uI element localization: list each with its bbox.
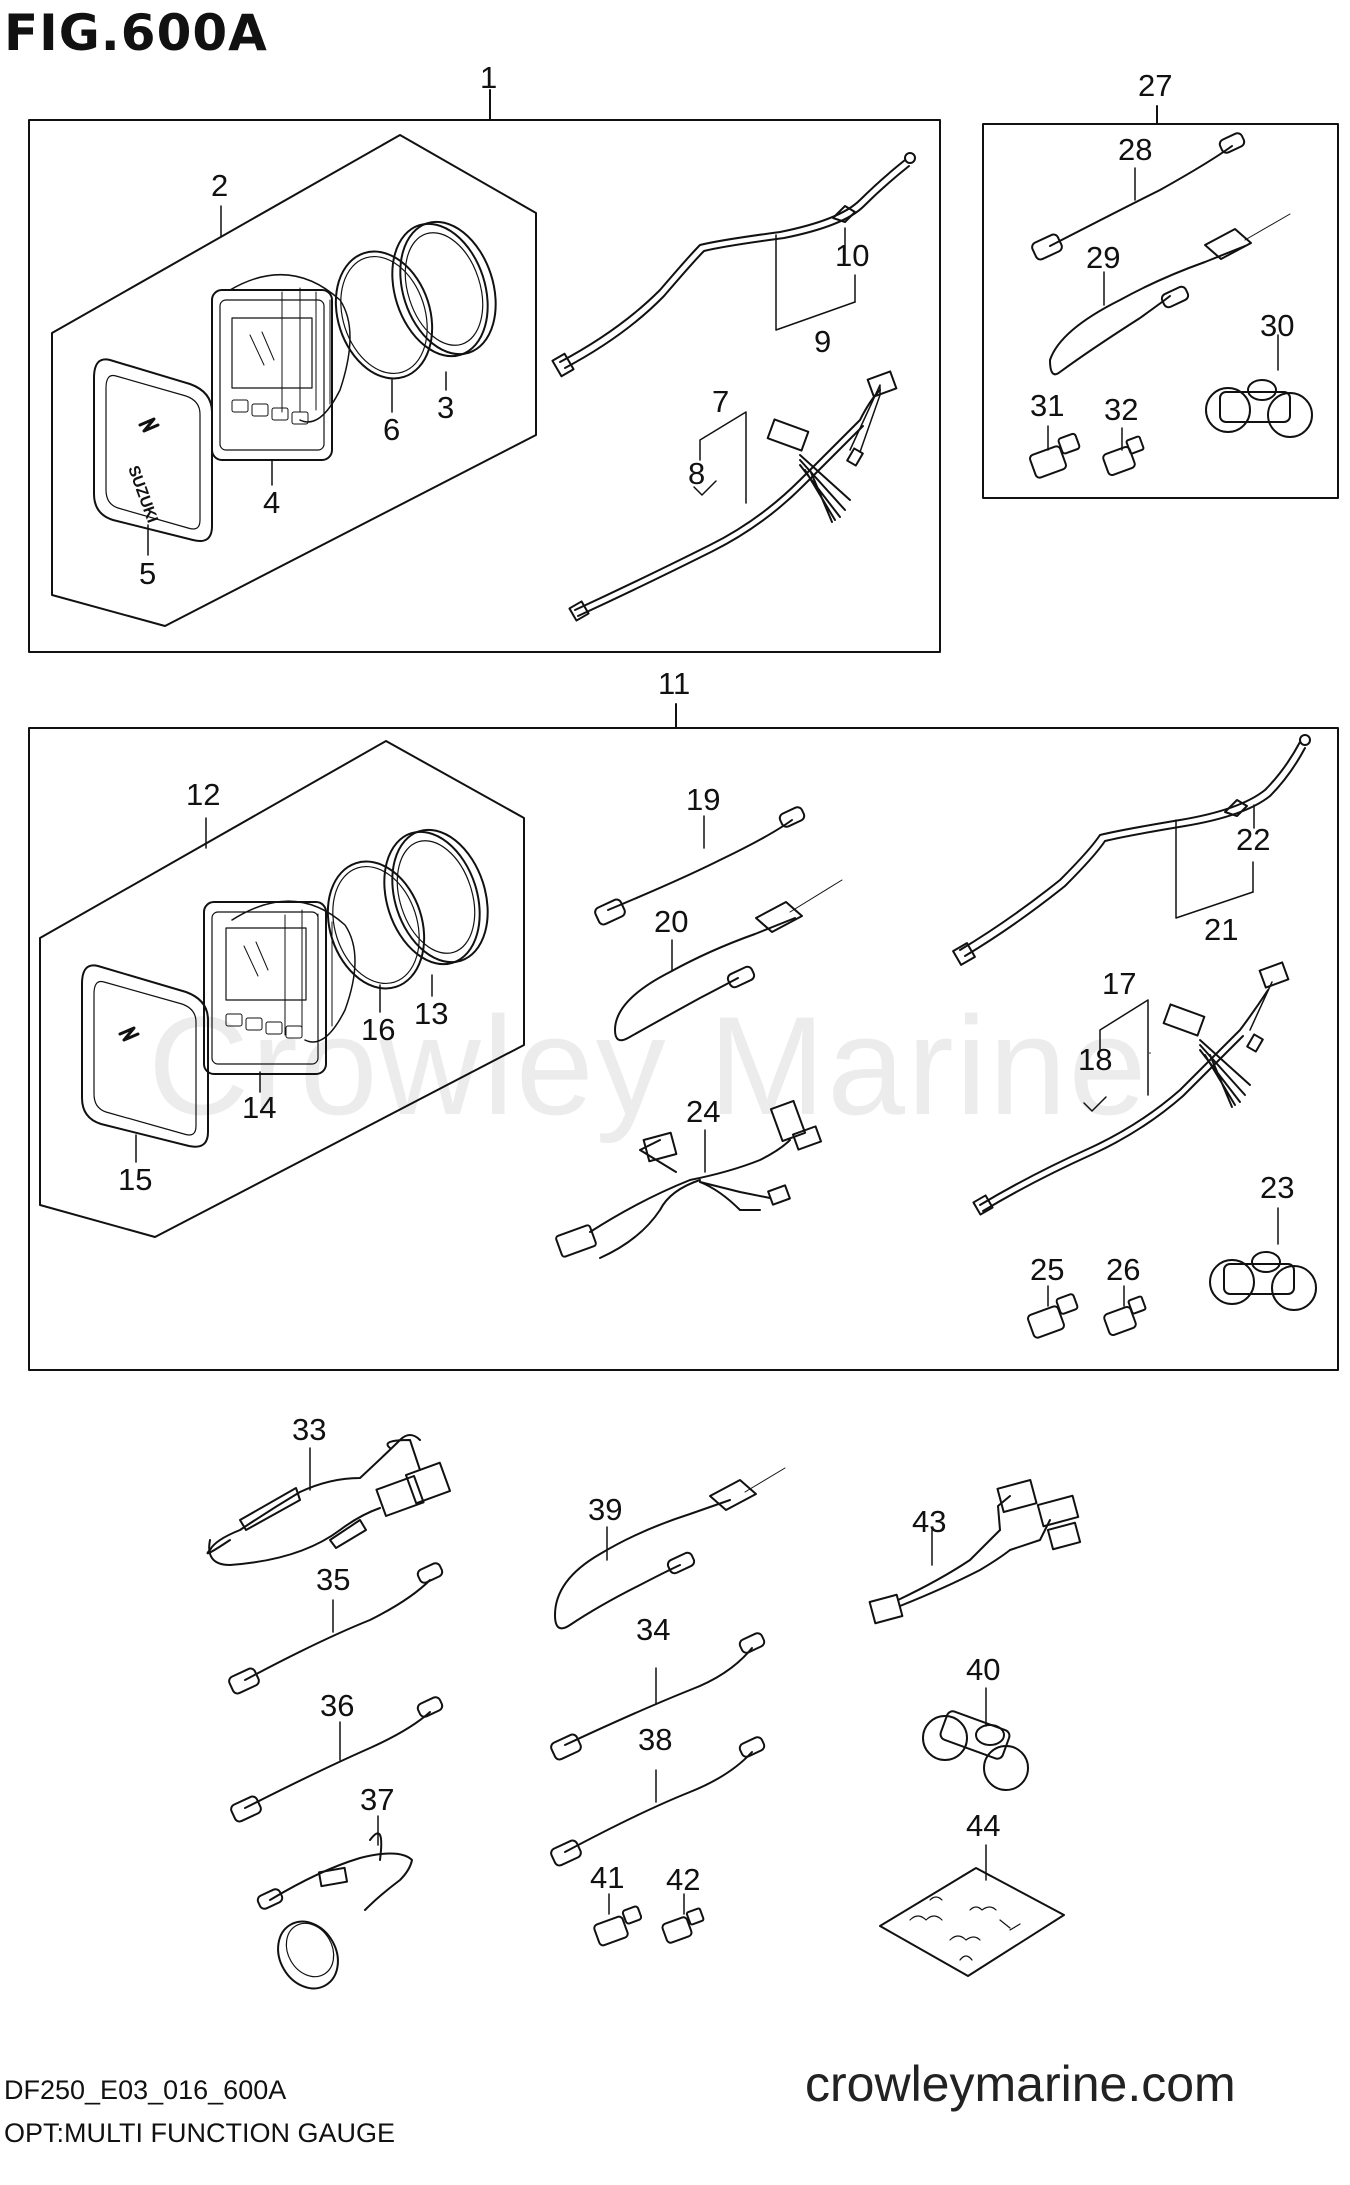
terminator-32-icon [1102, 435, 1145, 476]
callout-5: 5 [139, 556, 156, 591]
callout-39: 39 [588, 1492, 622, 1527]
t-connector-23-icon [1209, 1251, 1317, 1311]
terminator-41-icon [593, 1905, 643, 1947]
harness-icon [551, 152, 916, 378]
callout-42: 42 [666, 1862, 700, 1897]
figure-title: FIG.600A [4, 4, 268, 62]
harness-43-icon [868, 1479, 1082, 1625]
callout-13: 13 [414, 996, 448, 1031]
retaining-nut-icon [391, 220, 497, 358]
callout-20: 20 [654, 904, 688, 939]
callout-23: 23 [1260, 1170, 1294, 1205]
callout-6: 6 [383, 412, 400, 447]
o-ring-16-icon [326, 860, 426, 990]
cable-19-icon [594, 806, 806, 926]
callout-37: 37 [360, 1782, 394, 1817]
group-box-1 [28, 119, 941, 653]
harness-17-icon [972, 961, 1290, 1216]
multi-function-gauge-icon [211, 273, 351, 461]
callout-16: 16 [361, 1012, 395, 1047]
callout-35: 35 [316, 1562, 350, 1597]
gauge-cover-15-icon [81, 964, 209, 1148]
leader-21 [1175, 819, 1254, 919]
terminator-25-icon [1026, 1293, 1079, 1339]
cable-28-icon [1031, 132, 1246, 261]
callout-40: 40 [966, 1652, 1000, 1687]
terminator-31-icon [1028, 432, 1081, 479]
callout-43: 43 [912, 1504, 946, 1539]
t-connector-40-icon [922, 1710, 1029, 1791]
callout-21: 21 [1204, 912, 1238, 947]
cable-29-icon [1049, 213, 1291, 376]
callout-24: 24 [686, 1094, 720, 1129]
terminal-18-icon [1083, 1096, 1107, 1112]
gauge-cover-icon: SUZUKI [93, 358, 213, 542]
figure-description: OPT:MULTI FUNCTION GAUGE [4, 2118, 396, 2148]
callout-1: 1 [480, 60, 497, 95]
group-box-27 [982, 123, 1339, 499]
group-box-11 [28, 727, 1339, 1371]
cable-38-icon [550, 1736, 766, 1867]
terminator-42-icon [661, 1907, 705, 1944]
callout-41: 41 [590, 1860, 624, 1895]
callout-11: 11 [658, 666, 690, 701]
callout-17: 17 [1102, 966, 1136, 1001]
callout-8: 8 [688, 456, 705, 491]
leader-7 [699, 411, 747, 504]
callout-18: 18 [1078, 1042, 1112, 1077]
cable-20-icon [614, 879, 843, 1042]
cable-35-icon [228, 1562, 444, 1695]
leader-9 [775, 234, 856, 331]
sensor-37-icon [256, 1832, 413, 1990]
callout-44: 44 [966, 1808, 1000, 1843]
terminal-8-icon [693, 480, 717, 496]
callout-26: 26 [1106, 1252, 1140, 1287]
sensor-cable-33-icon [206, 1434, 452, 1566]
harness-21-icon [952, 734, 1311, 966]
callout-19: 19 [686, 782, 720, 817]
callout-2: 2 [211, 168, 228, 203]
callout-30: 30 [1260, 308, 1294, 343]
callout-labels: 1 27 11 2 3 4 5 6 7 8 9 10 12 13 14 15 1… [118, 60, 1294, 1897]
callout-27: 27 [1138, 68, 1172, 103]
terminator-26-icon [1103, 1295, 1147, 1336]
callout-32: 32 [1104, 392, 1138, 427]
callout-10: 10 [835, 238, 869, 273]
callout-38: 38 [638, 1722, 672, 1757]
callout-25: 25 [1030, 1252, 1064, 1287]
callout-22: 22 [1236, 822, 1270, 857]
hardware-bag-44-icon [879, 1867, 1065, 1977]
harness-24-icon [555, 1099, 823, 1259]
harness-7-icon [568, 370, 898, 622]
callout-34: 34 [636, 1612, 670, 1647]
watermark: Crowley Marine [148, 987, 1149, 1144]
site-name: crowleymarine.com [805, 2056, 1236, 2112]
callout-12: 12 [186, 777, 220, 812]
o-ring-icon [334, 250, 434, 380]
callout-29: 29 [1086, 240, 1120, 275]
retaining-nut-13-icon [383, 828, 489, 966]
leader-17 [1099, 999, 1149, 1096]
callout-31: 31 [1030, 388, 1064, 423]
callout-15: 15 [118, 1162, 152, 1197]
cable-39-icon [554, 1467, 786, 1630]
callout-4: 4 [263, 485, 280, 520]
cable-36-icon [230, 1696, 444, 1823]
gauge-kit-outline-12 [39, 740, 525, 1238]
cable-34-icon [550, 1632, 766, 1761]
callout-28: 28 [1118, 132, 1152, 167]
figure-code: DF250_E03_016_600A [4, 2075, 287, 2105]
t-connector-30-icon [1205, 379, 1313, 438]
callout-33: 33 [292, 1412, 326, 1447]
callout-3: 3 [437, 390, 454, 425]
callout-7: 7 [712, 384, 729, 419]
gauge-brand: SUZUKI [124, 464, 160, 526]
callout-14: 14 [242, 1090, 276, 1125]
multi-function-gauge-14-icon [203, 900, 356, 1075]
callout-9: 9 [814, 324, 831, 359]
gauge-kit-outline-1 [51, 134, 537, 627]
callout-36: 36 [320, 1688, 354, 1723]
